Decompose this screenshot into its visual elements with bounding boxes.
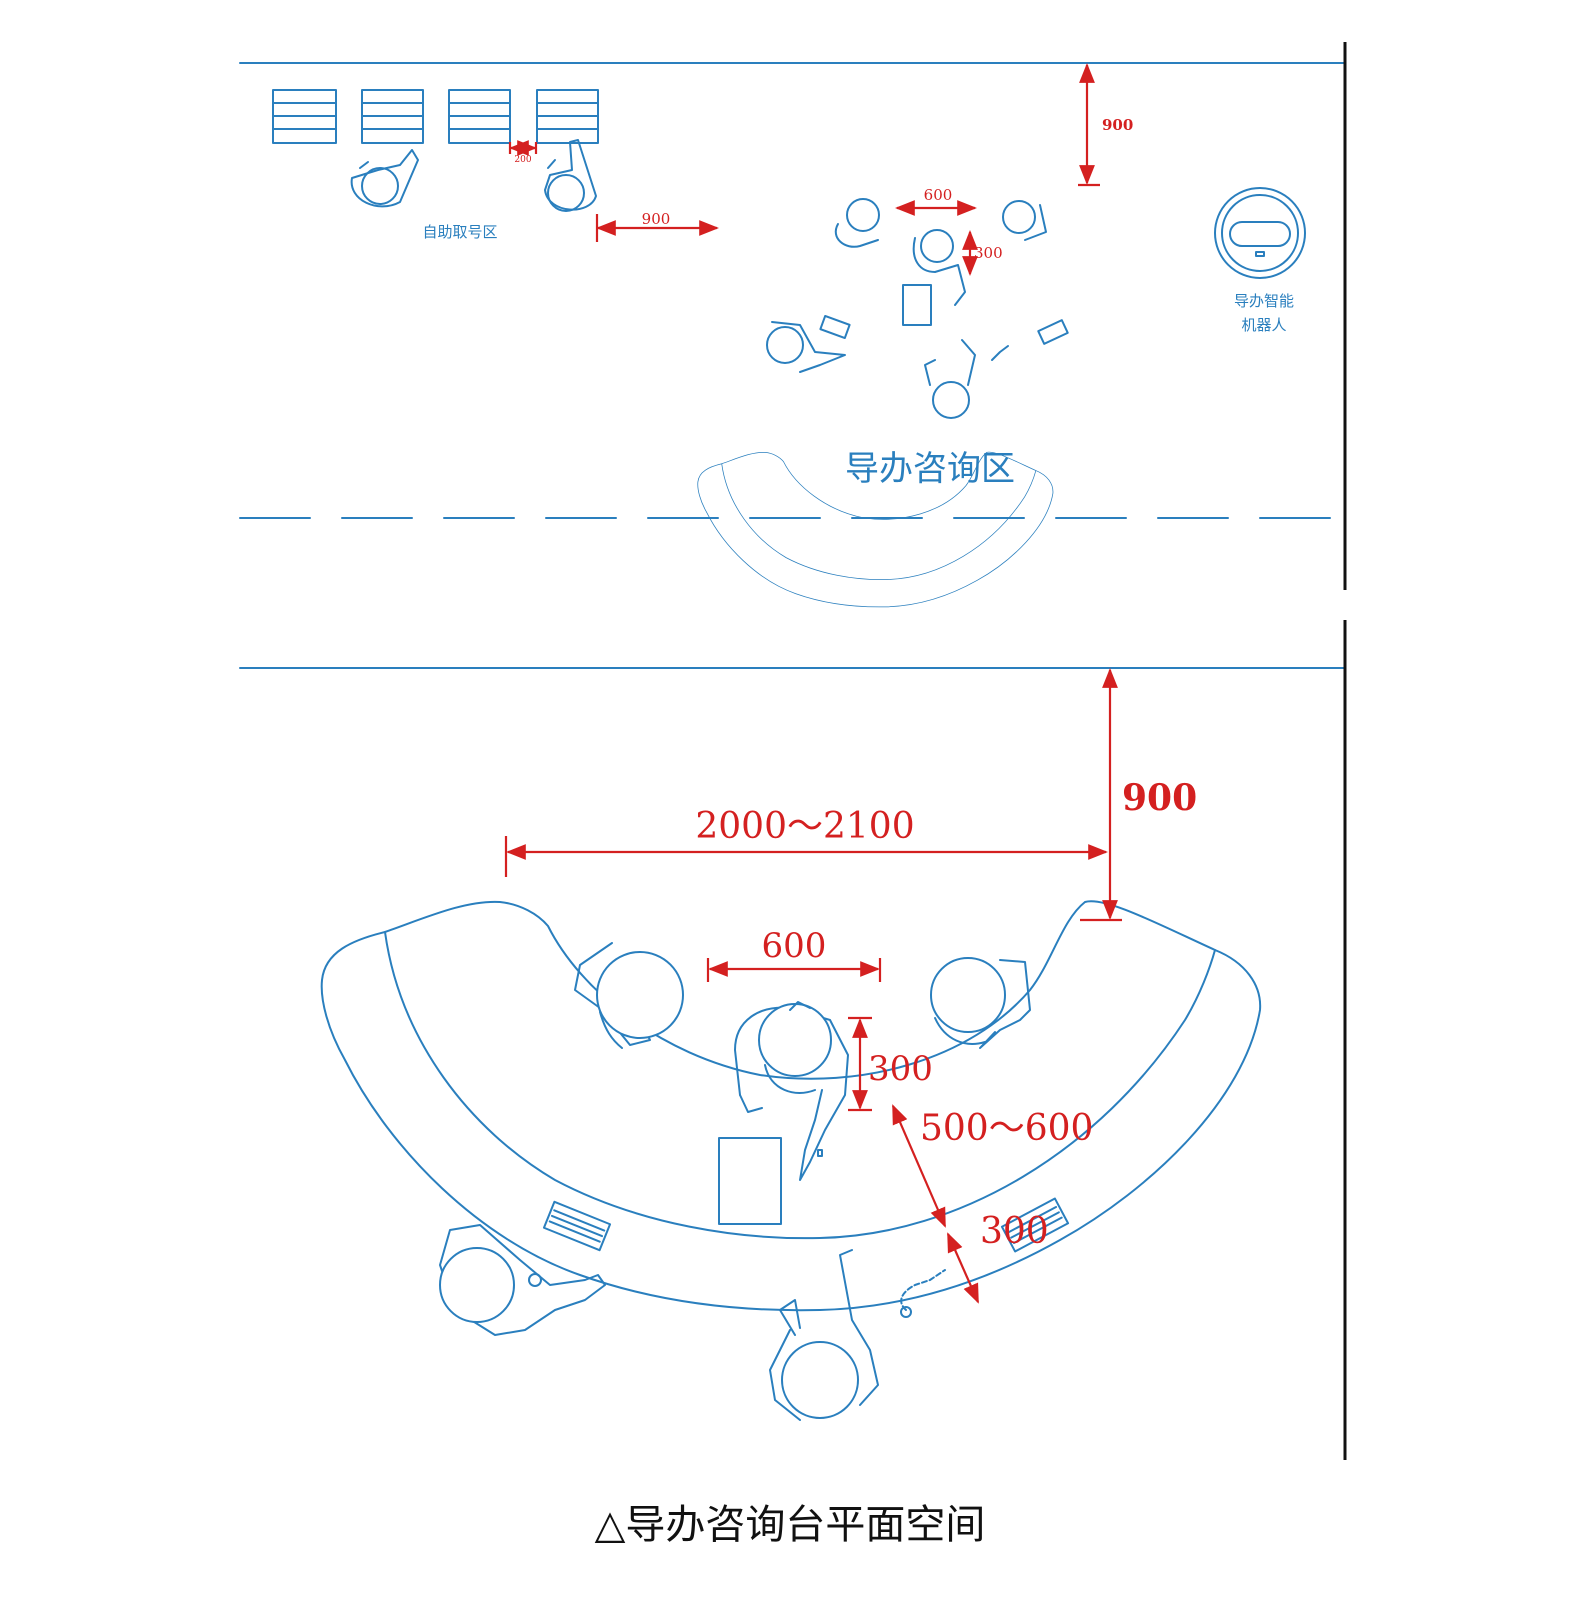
kiosk bbox=[448, 89, 511, 144]
dim-staff-spacing bbox=[706, 958, 882, 982]
desk-document bbox=[718, 1137, 782, 1225]
visitor-figure-bottom bbox=[769, 1249, 879, 1421]
top-staff-figures bbox=[834, 198, 1047, 326]
top-visitor-figures bbox=[766, 314, 1069, 419]
dim-front-depth bbox=[946, 1232, 980, 1304]
dim-side-clearance bbox=[595, 214, 719, 242]
kiosk bbox=[272, 89, 337, 144]
dim-chair-depth bbox=[848, 1016, 872, 1112]
staff-figure-left bbox=[574, 942, 684, 1049]
self-service-area-label: 自助取号区 bbox=[422, 223, 497, 241]
top-consultation-desk bbox=[697, 451, 1054, 608]
dim-kiosk-gap-label: 200 bbox=[514, 155, 531, 165]
dim-staff-spacing-label: 600 bbox=[762, 926, 827, 966]
dim-front-depth-label: 300 bbox=[980, 1211, 1049, 1252]
robot-label-line1: 导办智能 bbox=[1234, 292, 1294, 310]
dim-wall-clearance-label: 900 bbox=[1102, 116, 1133, 134]
pen-icon bbox=[900, 1306, 912, 1318]
consultation-zone-label: 导办咨询区 bbox=[845, 449, 1015, 489]
kiosk-user-figure bbox=[350, 149, 419, 208]
top-dim-600-label: 600 bbox=[924, 186, 953, 204]
card-reader-right bbox=[1000, 1197, 1070, 1253]
dim-desk-depth-label: 500～600 bbox=[920, 1108, 1093, 1149]
top-plan: 200 自助取号区 900 900 bbox=[239, 42, 1347, 608]
dim-wall-clearance-bottom bbox=[1080, 668, 1122, 922]
pen-cable bbox=[900, 1269, 946, 1311]
kiosk bbox=[536, 89, 599, 144]
staff-figure-right bbox=[930, 957, 1031, 1049]
dim-desk-span bbox=[504, 836, 1108, 877]
dim-wall-clearance bbox=[1078, 63, 1100, 187]
card-reader-left bbox=[542, 1200, 612, 1252]
kiosk bbox=[361, 89, 424, 144]
self-service-kiosks bbox=[272, 89, 599, 144]
bottom-plan: 900 2000～2100 600 300 500～600 300 bbox=[239, 620, 1347, 1460]
kiosk-user-figure bbox=[544, 139, 597, 212]
dim-chair-depth-label: 300 bbox=[868, 1049, 933, 1089]
dim-side-clearance-label: 900 bbox=[642, 210, 671, 228]
robot-label-line2: 机器人 bbox=[1241, 316, 1286, 334]
guide-robot bbox=[1214, 187, 1306, 279]
dim-desk-depth bbox=[891, 1104, 947, 1228]
top-dim-300-label: 300 bbox=[974, 244, 1003, 262]
visitor-figure-left bbox=[439, 1224, 606, 1336]
staff-figure-center bbox=[734, 1001, 849, 1181]
dim-kiosk-gap bbox=[508, 140, 538, 156]
dim-wall-clearance-bottom-label: 900 bbox=[1122, 777, 1197, 819]
dim-desk-span-label: 2000～2100 bbox=[695, 806, 914, 847]
figure-caption: △导办咨询台平面空间 bbox=[595, 1502, 986, 1548]
